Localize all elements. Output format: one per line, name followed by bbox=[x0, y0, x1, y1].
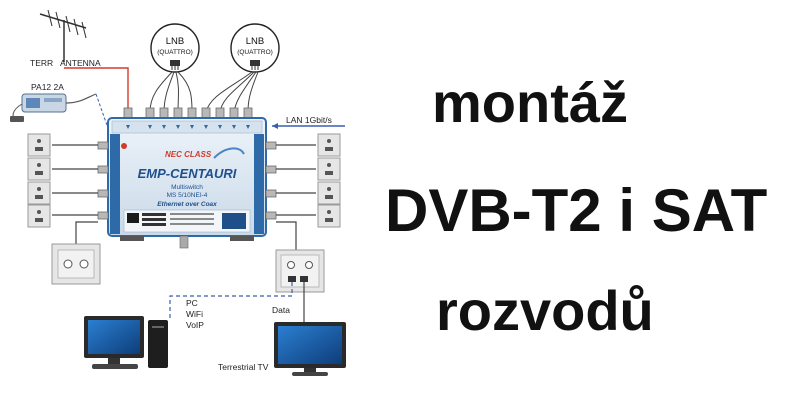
right-output-connectors bbox=[265, 141, 277, 220]
terrestrial-cable bbox=[64, 67, 129, 112]
amplifier-cable bbox=[95, 93, 109, 129]
lnb-left-cables bbox=[149, 71, 193, 113]
lnb-right-cables bbox=[205, 71, 259, 113]
terrestrial-antenna-icon bbox=[39, 9, 87, 62]
amplifier-label: PA12 2A bbox=[31, 82, 64, 92]
lnb-left-sublabel: (QUATTRO) bbox=[157, 49, 193, 56]
large-wall-socket-right bbox=[275, 249, 325, 293]
device-model: MS 5/10NEI-4 bbox=[167, 192, 208, 199]
wall-socket bbox=[27, 204, 51, 228]
wall-socket bbox=[27, 181, 51, 205]
lan-label: LAN 1Gbit/s bbox=[286, 115, 332, 125]
device-type: Multiswitch bbox=[171, 184, 203, 191]
pc-label: PC bbox=[186, 298, 198, 308]
tv-label: Terrestrial TV bbox=[218, 362, 269, 372]
lnb-right-sublabel: (QUATTRO) bbox=[237, 49, 273, 56]
wall-socket bbox=[27, 157, 51, 181]
wall-sockets-right bbox=[317, 133, 341, 228]
wall-socket bbox=[317, 133, 341, 157]
voip-label: VoIP bbox=[186, 320, 204, 330]
input-arrow-row bbox=[126, 125, 250, 129]
multiswitch-device: NEC CLASS EMP-CENTAURI Multiswitch MS 5/… bbox=[107, 107, 267, 249]
data-label: Data bbox=[272, 305, 290, 315]
lnb-left: LNB (QUATTRO) bbox=[150, 23, 200, 73]
bottom-port bbox=[179, 235, 189, 249]
wall-socket bbox=[317, 204, 341, 228]
wifi-label: WiFi bbox=[186, 309, 203, 319]
lnb-left-icon bbox=[170, 60, 180, 70]
headline-line-3: rozvodů bbox=[436, 279, 654, 342]
terr-label: TERR bbox=[30, 58, 53, 68]
network-cable bbox=[169, 282, 293, 320]
tv-icon bbox=[274, 322, 346, 376]
amplifier-icon bbox=[10, 93, 97, 122]
lan-arrow-icon bbox=[272, 123, 278, 129]
output-cables bbox=[52, 144, 316, 250]
left-output-connectors bbox=[97, 141, 109, 220]
wall-socket bbox=[317, 157, 341, 181]
wall-socket bbox=[27, 133, 51, 157]
antenna-label: ANTENNA bbox=[60, 58, 101, 68]
power-led-icon bbox=[121, 143, 127, 149]
headline-line-2: DVB-T2 i SAT bbox=[385, 177, 768, 244]
pc-icon bbox=[84, 316, 168, 369]
lnb-left-label: LNB bbox=[166, 36, 184, 47]
headline-line-1: montáž bbox=[432, 71, 628, 134]
swoosh-decoration bbox=[213, 147, 245, 159]
lnb-right-icon bbox=[250, 60, 260, 70]
large-wall-socket-left bbox=[51, 243, 101, 285]
lnb-right: LNB (QUATTRO) bbox=[230, 23, 280, 73]
device-tagline: Ethernet over Coax bbox=[157, 201, 217, 208]
brand-logo: EMP-CENTAURI bbox=[138, 166, 237, 181]
wall-socket bbox=[317, 181, 341, 205]
top-connectors bbox=[123, 107, 253, 121]
lnb-right-label: LNB bbox=[246, 36, 264, 47]
wall-sockets-left bbox=[27, 133, 51, 228]
spec-panel bbox=[123, 209, 251, 233]
brand-small: NEC CLASS bbox=[165, 150, 212, 159]
